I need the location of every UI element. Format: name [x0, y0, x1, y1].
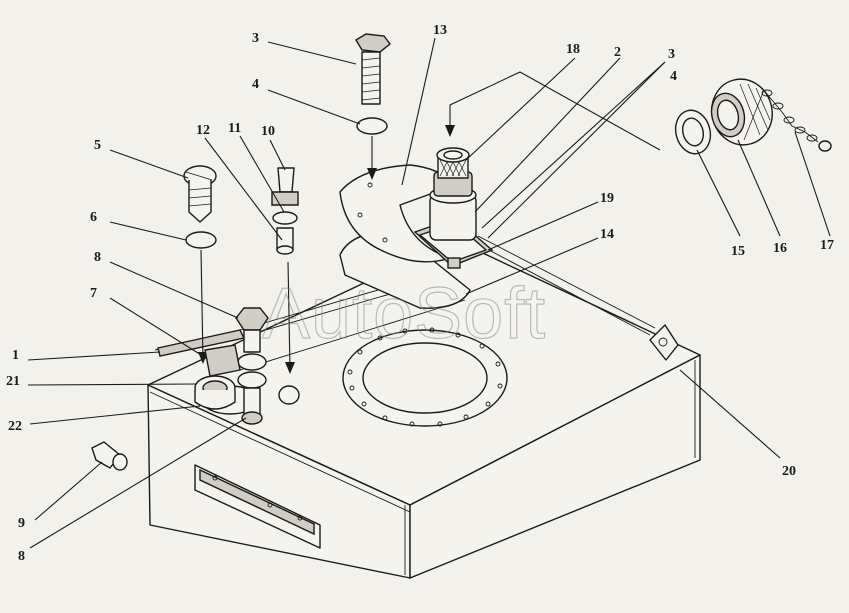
callout-1: 1 — [12, 348, 19, 363]
callout-17: 17 — [820, 238, 834, 253]
callout-4-right: 4 — [670, 69, 677, 84]
lock-washer-4 — [356, 117, 388, 135]
callout-22: 22 — [8, 419, 22, 434]
callout-18: 18 — [566, 42, 580, 57]
sender-assembly — [339, 147, 494, 309]
callout-19: 19 — [600, 191, 614, 206]
callout-11: 11 — [228, 121, 241, 136]
cap-assembly — [674, 78, 832, 155]
bolt-8-upper — [235, 307, 269, 353]
callout-8-lower: 8 — [18, 549, 25, 564]
callout-15: 15 — [731, 244, 745, 259]
callout-6: 6 — [90, 210, 97, 225]
fuel-tank — [147, 239, 701, 579]
callout-3-right: 3 — [668, 47, 675, 62]
fitting-10-11-12 — [271, 167, 299, 255]
callout-12: 12 — [196, 123, 210, 138]
callout-13: 13 — [433, 23, 447, 38]
callout-10: 10 — [261, 124, 275, 139]
callout-16: 16 — [773, 241, 787, 256]
callout-20: 20 — [782, 464, 796, 479]
callout-2: 2 — [614, 45, 621, 60]
fitting-9 — [91, 441, 128, 471]
nut — [278, 385, 300, 405]
callout-numbers: 3 4 5 6 8 7 1 21 22 9 8 12 11 10 13 18 2… — [6, 23, 834, 564]
watermark: AutoSoft — [262, 274, 546, 354]
callout-4-top: 4 — [252, 77, 259, 92]
callout-7: 7 — [90, 286, 97, 301]
callout-3-top: 3 — [252, 31, 259, 46]
bolt-3 — [355, 33, 391, 105]
callout-8-upper: 8 — [94, 250, 101, 265]
callout-5: 5 — [94, 138, 101, 153]
callout-14: 14 — [600, 227, 614, 242]
lock-washer-6 — [185, 231, 217, 249]
screw-5 — [183, 165, 217, 223]
leader-lines — [27, 37, 831, 549]
callout-21: 21 — [6, 374, 20, 389]
callout-9: 9 — [18, 516, 25, 531]
drain-fitting — [194, 344, 267, 425]
